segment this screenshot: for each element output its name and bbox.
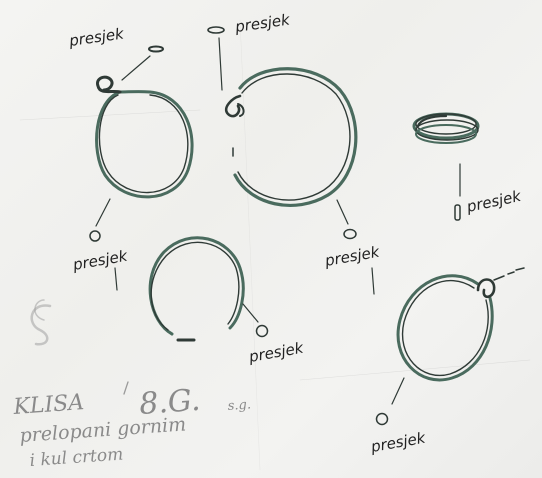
label-7: presjek (369, 378, 428, 456)
presjek-label-2: presjek (71, 246, 130, 274)
ring-2 (226, 69, 356, 206)
pencil-notes: KLISA 8.G. s.g. prelopani gornim i kul c… (12, 382, 252, 471)
ring-4 (150, 238, 243, 340)
presjek-label-4: presjek (323, 242, 382, 270)
presjek-label-1: presjek (67, 24, 126, 50)
note-line-3: i kul crtom (29, 444, 124, 470)
ring-2-hook (226, 96, 240, 116)
presjek-label-5: presjek (464, 187, 524, 216)
label-5: presjek (455, 164, 524, 220)
ring-3 (414, 114, 478, 143)
presjek-label-7: presjek (369, 428, 428, 456)
note-suffix: s.g. (227, 397, 251, 414)
label-2: presjek (71, 199, 130, 290)
section-dash-1 (149, 47, 163, 52)
note-line-2: prelopani gornim (19, 413, 187, 447)
ring-5 (398, 268, 524, 380)
label-1: presjek (67, 24, 163, 80)
label-6: presjek (243, 304, 306, 366)
presjek-label-6: presjek (247, 338, 306, 366)
section-rect-5 (455, 205, 460, 220)
ring-5-hook (478, 280, 494, 297)
section-circle-7 (377, 414, 388, 425)
section-circle-2 (90, 231, 100, 241)
ring-1 (97, 77, 193, 197)
section-dash-3 (208, 27, 224, 33)
pencil-doodle (32, 300, 50, 344)
paper-creases (20, 20, 530, 470)
label-4: presjek (323, 200, 382, 294)
section-circle-4 (344, 230, 356, 239)
ring-1-hook (97, 77, 120, 92)
section-circle-6 (257, 326, 268, 337)
note-line-1: KLISA (12, 390, 85, 420)
presjek-label-3: presjek (233, 10, 292, 36)
